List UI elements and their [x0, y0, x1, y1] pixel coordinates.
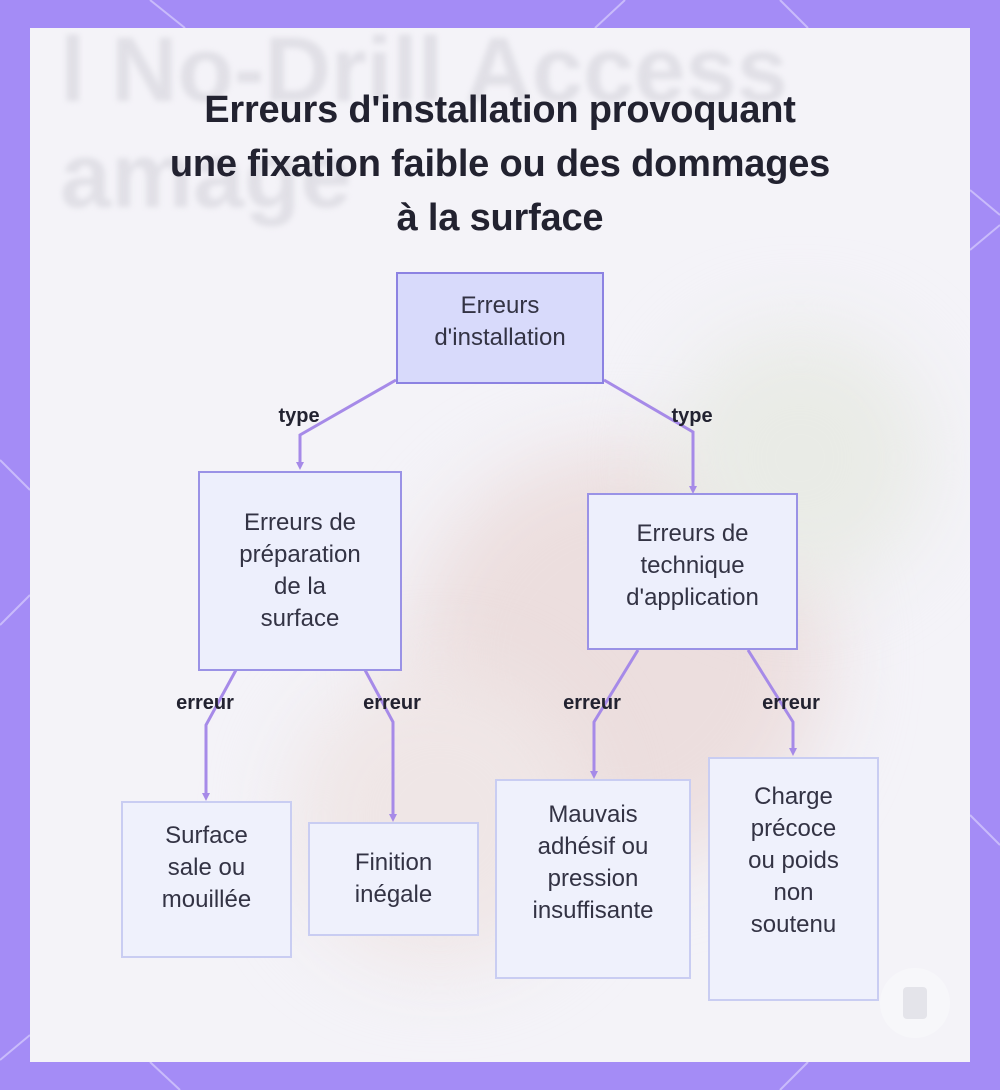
background-watermark: l No-Drill Access amage	[60, 28, 788, 227]
brand-logo-icon	[880, 968, 950, 1038]
edge-label-erreur: erreur	[762, 692, 820, 714]
node-installation-errors: Erreurs d'installation	[396, 272, 604, 384]
edge-root-application	[603, 378, 697, 494]
node-early-load: Charge précoce ou poids non soutenu	[708, 757, 879, 1001]
node-uneven-finish: Finition inégale	[308, 822, 479, 936]
edge-app-load	[746, 649, 797, 756]
node-bad-adhesive: Mauvais adhésif ou pression insuffisante	[495, 779, 691, 979]
edge-label-type: type	[671, 405, 713, 427]
edge-label-erreur: erreur	[363, 692, 421, 714]
node-dirty-wet-surface: Surface sale ou mouillée	[121, 801, 292, 958]
edge-prep-dirty	[202, 669, 238, 801]
node-surface-preparation-errors: Erreurs de préparation de la surface	[198, 471, 402, 671]
diagram-title: Erreurs d'installation provoquant une fi…	[169, 89, 831, 239]
edge-label-erreur: erreur	[563, 692, 621, 714]
edge-app-adhesive	[590, 649, 640, 779]
edge-prep-uneven	[363, 669, 397, 822]
node-application-technique-errors: Erreurs de technique d'application	[587, 493, 798, 650]
edge-label-type: type	[278, 405, 320, 427]
edge-root-surface-prep	[296, 378, 397, 470]
edge-label-erreur: erreur	[176, 692, 234, 714]
